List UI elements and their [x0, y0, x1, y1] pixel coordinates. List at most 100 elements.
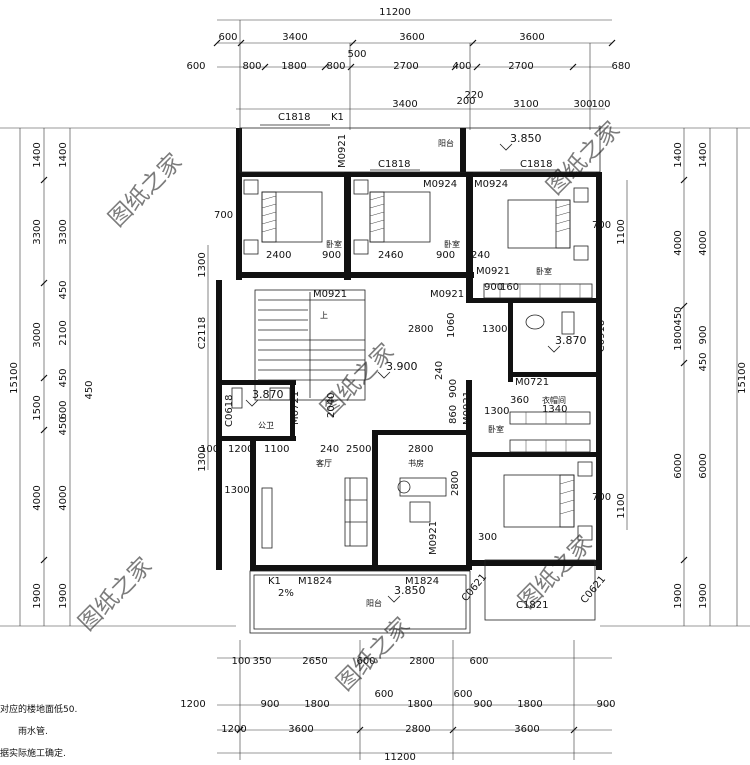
bed-4: [503, 461, 593, 541]
floor-levels: 3.850 3.900 3.870 3.870 3.850: [245, 132, 587, 603]
top-dimensions: 11200 600 3400 3600 3600 600 800 1800 80…: [186, 7, 631, 130]
dim-right-o4: 1800: [673, 325, 684, 350]
code-m0921-5: M0921: [462, 391, 473, 425]
room-balcony-north: 阳台: [438, 138, 454, 148]
watermark-3: 图纸之家: [316, 339, 399, 422]
code-m0921-3: M0921: [313, 289, 347, 300]
dim-left-mid-2: C2118: [197, 317, 208, 349]
code-m0924-2: M0924: [474, 179, 508, 190]
idim-700-b: 700: [592, 220, 611, 231]
idim-300: 300: [478, 532, 497, 543]
bed-2: [353, 179, 431, 255]
level-toilet-west: 3.870: [252, 388, 284, 401]
dim-bot-r2-5: 1800: [407, 699, 432, 710]
sanitary-east: [525, 311, 575, 335]
dim-top-r3-1: 3400: [392, 99, 417, 110]
dim-bot-r3-1: 1200: [221, 724, 246, 735]
code-m0924-1: M0924: [423, 179, 457, 190]
code-m1824-2: M1824: [405, 576, 439, 587]
dim-top-r2-4: 800: [326, 61, 345, 72]
stairs-up: 上: [320, 311, 328, 320]
note-2: 雨水管.: [18, 725, 48, 737]
dim-bot-r2-2: 900: [260, 699, 279, 710]
dim-right-i4: 450: [698, 352, 709, 371]
notes: 对应的楼地面低50. 雨水管. 据实际施工确定.: [0, 703, 77, 759]
dim-bot-r2-3: 1800: [304, 699, 329, 710]
code-m0921-6: M0921: [428, 521, 439, 555]
dim-top-total: 11200: [379, 7, 411, 18]
level-toilet-east: 3.870: [555, 334, 587, 347]
dim-right-o5: 6000: [673, 453, 684, 478]
code-c0621-2: C0621: [579, 574, 608, 606]
idim-2800-b: 2800: [408, 444, 433, 455]
idim-2800-c: 2800: [450, 471, 461, 496]
left-dimensions: 15100 1400 3300 3000 1500 4000 1900 1400…: [0, 127, 250, 627]
idim-900-c: 900: [484, 282, 503, 293]
dim-left-o4: 1500: [32, 395, 43, 420]
dim-bot-r1-2: 350: [252, 656, 271, 667]
walls: [216, 124, 602, 634]
dim-top-r3-6: 100: [591, 99, 610, 110]
dim-top-r2-7: 400: [452, 61, 471, 72]
dim-left-i2: 3300: [58, 219, 69, 244]
study-desk: [397, 477, 447, 523]
dim-left-i8: 4000: [58, 485, 69, 510]
room-balcony-south: 阳台: [366, 598, 382, 608]
idim-1100: 1100: [264, 444, 289, 455]
dim-left-i1: 1400: [58, 142, 69, 167]
dim-left-i6: 600: [58, 400, 69, 419]
idim-160: 160: [500, 282, 519, 293]
room-toilet: 公卫: [258, 421, 274, 430]
idim-900-a: 900: [322, 250, 341, 261]
room-bedroom-2: 卧室: [444, 239, 460, 249]
note-3: 据实际施工确定.: [0, 747, 66, 759]
dim-top-r1-2: 3400: [282, 32, 307, 43]
dim-left-i7: 450: [58, 416, 69, 435]
furniture: [231, 179, 593, 549]
dim-bot-r2-7: 900: [473, 699, 492, 710]
room-bedroom-1: 卧室: [326, 239, 342, 249]
dim-left-o5: 4000: [32, 485, 43, 510]
idim-2800-a: 2800: [408, 324, 433, 335]
dim-left-mid-1: 1300: [197, 252, 208, 277]
idim-2500: 2500: [346, 444, 371, 455]
dim-top-r2-9: 680: [611, 61, 630, 72]
code-m0921-2: M0921: [476, 266, 510, 277]
dim-right-o2: 4000: [673, 230, 684, 255]
code-m0921-4: M0921: [430, 289, 464, 300]
code-k1-2: K1: [268, 576, 281, 587]
code-k1-1: K1: [331, 112, 344, 123]
dim-bot-r3-3: 2800: [405, 724, 430, 735]
staircase: [258, 292, 365, 398]
dim-bot-r2-4: 600: [374, 689, 393, 700]
dim-top-r2-5: 500: [347, 49, 366, 60]
code-c0618: C0618: [224, 395, 235, 427]
dim-bot-r1-3: 2650: [302, 656, 327, 667]
sofa: [261, 477, 368, 549]
dim-left-o3: 3000: [32, 322, 43, 347]
dim-right-o1: 1400: [673, 142, 684, 167]
dim-top-r2-6: 2700: [393, 61, 418, 72]
code-m0921-1: M0921: [337, 134, 348, 168]
level-balcony-north: 3.850: [510, 132, 542, 145]
dim-right-i6: 1900: [698, 583, 709, 608]
dim-left-mid-3: 1300: [197, 446, 208, 471]
dim-top-r2-1: 600: [186, 61, 205, 72]
code-m0721-1: M0721: [515, 377, 549, 388]
idim-1300-b: 1300: [484, 406, 509, 417]
wardrobe-2: [509, 411, 591, 453]
dim-top-r3-2: 200: [456, 96, 475, 107]
idim-900-d: 900: [448, 379, 459, 398]
dim-top-r2-8: 2700: [508, 61, 533, 72]
note-1: 对应的楼地面低50.: [0, 703, 77, 715]
dim-bot-r1-1: 100: [231, 656, 250, 667]
dim-left-i9: 1900: [58, 583, 69, 608]
watermark-1: 图纸之家: [104, 149, 187, 232]
dim-left-i4: 2100: [58, 320, 69, 345]
dim-top-r3-3: 220: [464, 90, 483, 101]
idim-2400: 2400: [266, 250, 291, 261]
idim-240-b: 240: [434, 361, 445, 380]
code-m1824-1: M1824: [298, 576, 332, 587]
inner-dimensions: 2400 900 2460 900 240 700 700 700 900 16…: [200, 210, 611, 543]
dim-bot-r3-2: 3600: [288, 724, 313, 735]
